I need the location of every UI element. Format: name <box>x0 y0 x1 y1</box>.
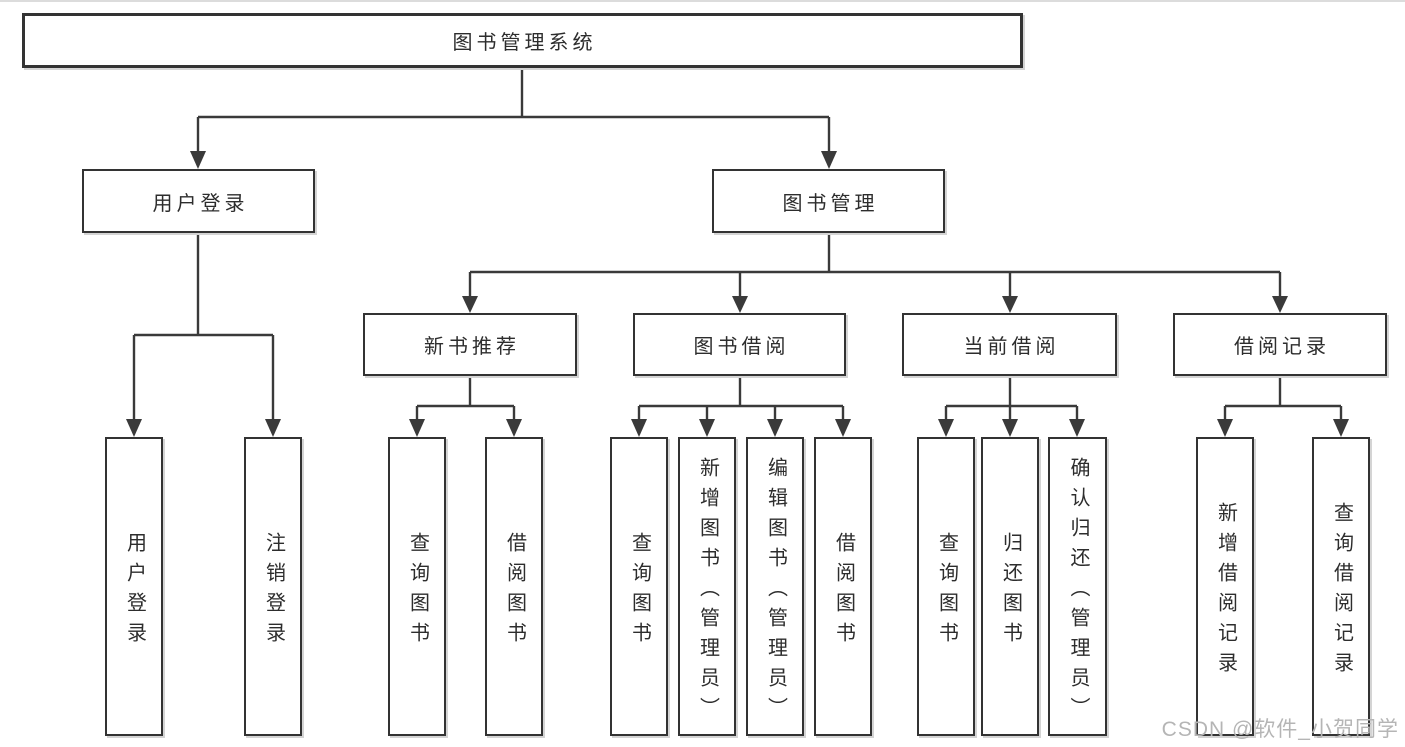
node-user-login: 用户登录 <box>82 169 315 233</box>
csdn-watermark: CSDN @软件_小贺同学 <box>1161 718 1399 741</box>
leaf-query-borrow-record: 查询借阅记录 <box>1312 437 1370 736</box>
leaf-label: 注销登录 <box>262 531 285 652</box>
leaf-label: 借阅图书 <box>832 531 855 652</box>
leaf-label: 查询图书 <box>628 531 651 652</box>
leaf-confirm-return-admin: 确认归还（管理员） <box>1048 437 1107 736</box>
node-current-borrow: 当前借阅 <box>902 313 1117 376</box>
node-book-management: 图书管理 <box>712 169 945 233</box>
leaf-label: 查询图书 <box>935 531 958 652</box>
leaf-label: 查询借阅记录 <box>1330 501 1353 682</box>
leaf-user-login: 用户登录 <box>105 437 163 736</box>
leaf-query-books-recommend: 查询图书 <box>388 437 446 736</box>
node-label: 图书管理系统 <box>452 32 597 54</box>
node-new-book-recommend: 新书推荐 <box>363 313 577 376</box>
node-label: 用户登录 <box>152 192 249 215</box>
node-label: 图书借阅 <box>693 336 790 358</box>
node-label: 图书管理 <box>782 192 879 215</box>
leaf-borrow-books: 借阅图书 <box>814 437 872 736</box>
leaf-add-borrow-record: 新增借阅记录 <box>1196 437 1254 736</box>
leaf-add-books-admin: 新增图书（管理员） <box>678 437 736 736</box>
leaf-label: 查询图书 <box>406 531 429 652</box>
leaf-query-books-current: 查询图书 <box>917 437 975 736</box>
node-label: 当前借阅 <box>963 336 1060 358</box>
node-label: 借阅记录 <box>1234 336 1330 358</box>
leaf-query-books-borrow: 查询图书 <box>610 437 668 736</box>
leaf-label: 确认归还（管理员） <box>1067 456 1089 727</box>
node-borrow-records: 借阅记录 <box>1173 313 1387 376</box>
arrowhead-icons <box>126 151 1349 437</box>
node-book-borrow: 图书借阅 <box>633 313 846 376</box>
leaf-borrow-books-recommend: 借阅图书 <box>485 437 543 736</box>
leaf-return-books: 归还图书 <box>981 437 1039 736</box>
leaf-label: 新增图书（管理员） <box>696 456 719 727</box>
leaf-label: 新增借阅记录 <box>1214 501 1237 682</box>
top-edge-divider <box>0 0 1405 2</box>
leaf-label: 用户登录 <box>123 531 146 652</box>
node-library-management-system: 图书管理系统 <box>22 13 1023 68</box>
leaf-label: 编辑图书（管理员） <box>764 456 787 727</box>
leaf-edit-books-admin: 编辑图书（管理员） <box>746 437 804 736</box>
leaf-label: 借阅图书 <box>503 531 526 652</box>
node-label: 新书推荐 <box>424 336 520 358</box>
leaf-label: 归还图书 <box>999 531 1022 652</box>
leaf-logout-login: 注销登录 <box>244 437 302 736</box>
